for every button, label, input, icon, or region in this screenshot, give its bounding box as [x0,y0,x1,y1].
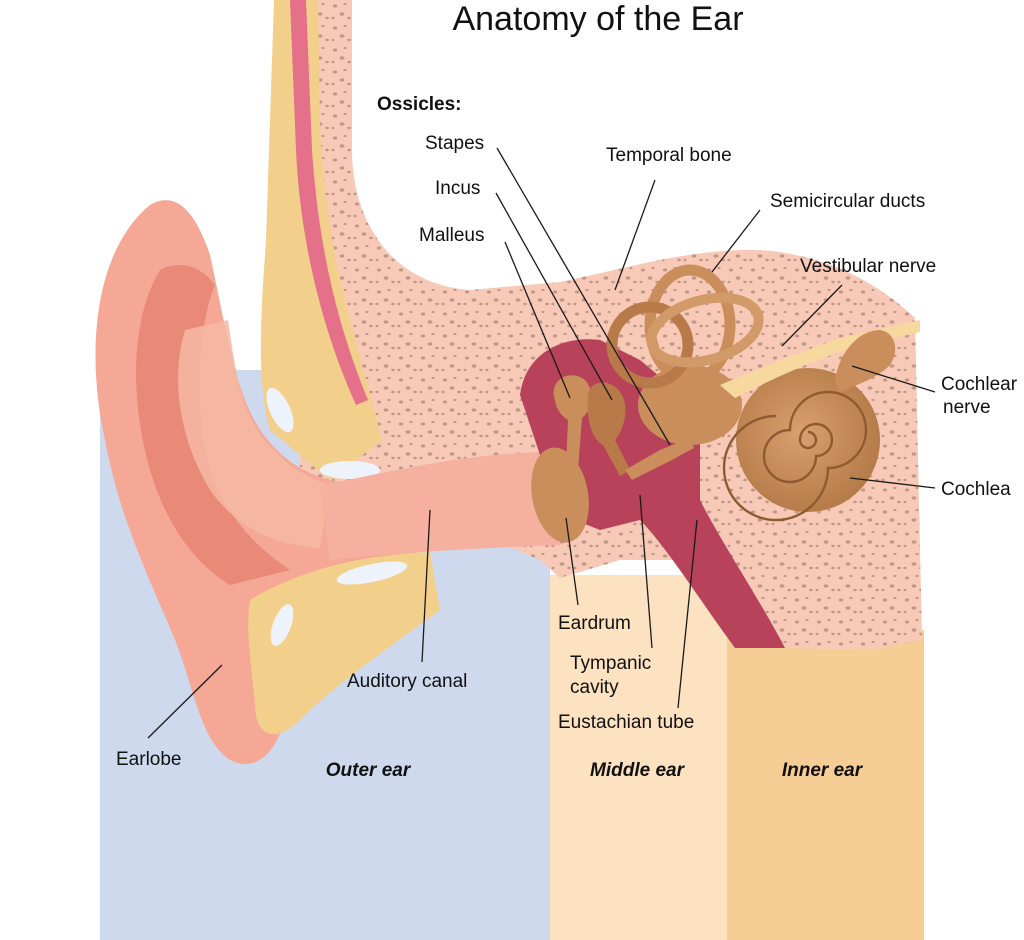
malleus-label: Malleus [419,225,484,246]
cochlea-shape [736,368,880,512]
concha-shade [178,320,330,548]
pinna-inner-fold [136,265,290,585]
skin-stripe [290,0,368,405]
diagram-title: Anatomy of the Ear [452,0,743,38]
cochlea-spiral [722,390,868,522]
semicircular-duct-1 [644,264,736,386]
cochlea-label: Cochlea [941,479,1011,500]
cochlea-leader [849,477,936,489]
inner-ear-label: Inner ear [782,760,864,781]
earlobe-label: Earlobe [116,749,182,770]
stapes-label: Stapes [425,133,484,154]
cochlear-nerve-label-line2: nerve [943,397,991,418]
malleus-leader [504,241,571,399]
eustachian-tube-leader [677,519,698,709]
eardrum-shape [531,447,589,543]
vestibular-nerve-label: Vestibular nerve [800,256,936,277]
middle-ear-label: Middle ear [590,760,686,781]
ossicles-heading: Ossicles: [377,94,462,115]
middle-ear-band [550,575,727,940]
cochlear-nerve-label-line1: Cochlear [941,374,1018,395]
auditory-canal-shape [320,452,560,560]
stapes-leader [496,147,671,446]
auditory-canal-leader [421,509,431,663]
cochlear-nerve-leader [851,365,936,393]
lower-cartilage [248,552,440,735]
cochlear-nerve-shape [835,330,896,392]
eardrum-leader [565,517,579,606]
eardrum-label: Eardrum [558,613,631,634]
cartilage-highlight-4 [270,604,294,646]
eustachian-tube-label: Eustachian tube [558,712,694,733]
auditory-canal-label: Auditory canal [347,671,467,692]
incus-shape [587,382,630,476]
semicircular-ducts-leader [711,209,761,273]
cartilage-highlight-1 [266,387,294,433]
semicircular-duct-3 [646,292,764,368]
semicircular-ducts-label: Semicircular ducts [770,191,925,212]
temporal-bone-label: Temporal bone [606,145,732,166]
outer-ear-label: Outer ear [326,760,412,781]
tympanic-cavity-label-line2: cavity [570,677,619,698]
stapes-shape [625,438,694,480]
malleus-shape [553,375,592,470]
tympanic-cavity-shape [520,339,785,648]
inner-ear-band [727,630,924,940]
incus-leader [495,192,613,401]
tympanic-cavity-leader [639,494,653,649]
earlobe-leader [147,664,223,739]
tympanic-cavity-label-line1: Tympanic [570,653,651,674]
cartilage-highlight-3 [336,561,408,585]
temporal-bone-leader [614,179,656,291]
incus-label: Incus [435,178,480,199]
vestibular-nerve-leader [781,284,843,347]
cartilage-highlight-2 [320,461,380,479]
